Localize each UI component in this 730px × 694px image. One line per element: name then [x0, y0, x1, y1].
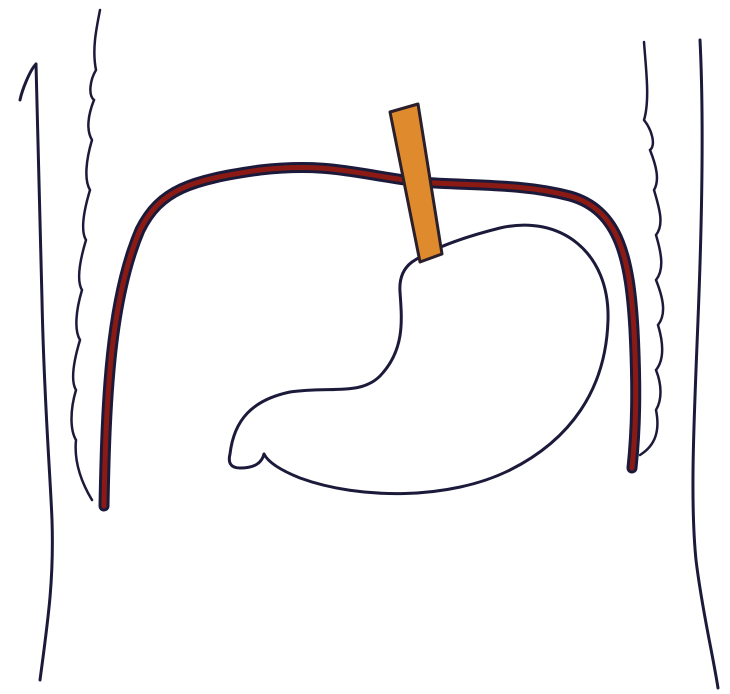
body-wall-right	[693, 40, 718, 688]
rib-margin-left	[72, 10, 101, 500]
body-wall-left	[20, 64, 52, 680]
rib-margin-right	[640, 42, 663, 455]
stomach-outline	[229, 225, 608, 493]
